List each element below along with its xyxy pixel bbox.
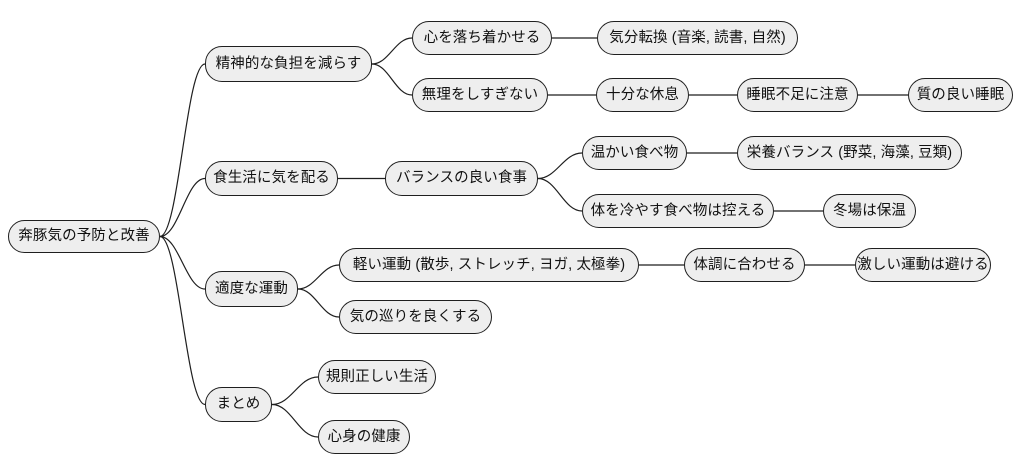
- mindmap-node-label: 気の巡りを良くする: [349, 308, 482, 325]
- mindmap-node-qiflow[interactable]: 気の巡りを良くする: [339, 300, 492, 334]
- mindmap-edge: [159, 235, 206, 406]
- mindmap-node-nostrain[interactable]: 無理をしすぎない: [412, 78, 548, 112]
- mindmap-node-label: 精神的な負担を減らす: [215, 55, 362, 72]
- mindmap-node-label: 質の良い睡眠: [916, 86, 1005, 103]
- mindmap-edge: [537, 177, 583, 212]
- mindmap-node-diet[interactable]: 食生活に気を配る: [205, 161, 338, 196]
- mindmap-node-balance[interactable]: バランスの良い食事: [385, 161, 538, 196]
- mindmap-node-label: 心を落ち着かせる: [423, 29, 541, 46]
- mindmap-edge: [271, 403, 319, 438]
- mindmap-node-refresh[interactable]: 気分転換 (音楽, 読書, 自然): [597, 21, 798, 55]
- mindmap-node-coldfood[interactable]: 体を冷やす食べ物は控える: [582, 194, 774, 228]
- mindmap-node-label: 無理をしすぎない: [421, 86, 539, 103]
- mindmap-edge: [297, 264, 340, 290]
- mindmap-node-summary[interactable]: まとめ: [205, 387, 272, 422]
- mindmap-edge: [371, 37, 413, 65]
- mindmap-node-label: 軽い運動 (散歩, ストレッチ, ヨガ, 太極拳): [352, 256, 626, 273]
- mindmap-node-rest[interactable]: 十分な休息: [596, 78, 689, 112]
- mindmap-node-winterwarm[interactable]: 冬場は保温: [823, 194, 916, 228]
- mindmap-node-label: 十分な休息: [606, 86, 679, 103]
- mindmap-node-label: バランスの良い食事: [395, 170, 528, 187]
- mindmap-edge: [159, 177, 206, 238]
- mindmap-node-nutrition[interactable]: 栄養バランス (野菜, 海藻, 豆類): [737, 136, 962, 170]
- mindmap-node-lightex[interactable]: 軽い運動 (散歩, ストレッチ, ヨガ, 太極拳): [339, 248, 639, 282]
- mindmap-node-label: 激しい運動は避ける: [857, 256, 989, 273]
- mindmap-node-label: まとめ: [216, 396, 261, 413]
- mindmap-node-exercise[interactable]: 適度な運動: [205, 271, 298, 307]
- mindmap-node-label: 食生活に気を配る: [213, 170, 330, 187]
- mindmap-edge: [271, 376, 319, 406]
- mindmap-node-mental[interactable]: 精神的な負担を減らす: [205, 46, 372, 82]
- mindmap-node-label: 温かい食べ物: [590, 144, 679, 161]
- mindmap-node-goodsleep[interactable]: 質の良い睡眠: [908, 78, 1013, 112]
- mindmap-node-label: 適度な運動: [215, 280, 288, 297]
- mindmap-node-condition[interactable]: 体調に合わせる: [684, 248, 805, 282]
- mindmap-node-wellbeing[interactable]: 心身の健康: [318, 420, 410, 454]
- mindmap-node-label: 心身の健康: [327, 428, 401, 445]
- mindmap-edge: [537, 152, 583, 180]
- mindmap-node-calm[interactable]: 心を落ち着かせる: [412, 21, 552, 55]
- mindmap-node-label: 睡眠不足に注意: [746, 86, 849, 103]
- mindmap-node-root[interactable]: 奔豚気の予防と改善: [8, 220, 160, 253]
- mindmap-node-label: 体調に合わせる: [693, 256, 796, 273]
- mindmap-node-label: 冬場は保温: [833, 202, 906, 219]
- mindmap-edge: [159, 63, 206, 238]
- mindmap-edge: [371, 63, 413, 96]
- mindmap-node-label: 規則正しい生活: [325, 368, 429, 385]
- mindmap-node-label: 奔豚気の予防と改善: [18, 228, 150, 245]
- mindmap-edge: [159, 235, 206, 290]
- mindmap-node-regular[interactable]: 規則正しい生活: [318, 360, 436, 394]
- mindmap-node-avoidhard[interactable]: 激しい運動は避ける: [855, 248, 991, 282]
- mindmap-node-sleeplack[interactable]: 睡眠不足に注意: [737, 78, 858, 112]
- mindmap-node-label: 体を冷やす食べ物は控える: [590, 202, 766, 219]
- mindmap-node-warmfood[interactable]: 温かい食べ物: [582, 136, 687, 170]
- mindmap-edge: [297, 288, 340, 318]
- mindmap-node-label: 気分転換 (音楽, 読書, 自然): [609, 29, 786, 46]
- mindmap-node-label: 栄養バランス (野菜, 海藻, 豆類): [746, 144, 953, 161]
